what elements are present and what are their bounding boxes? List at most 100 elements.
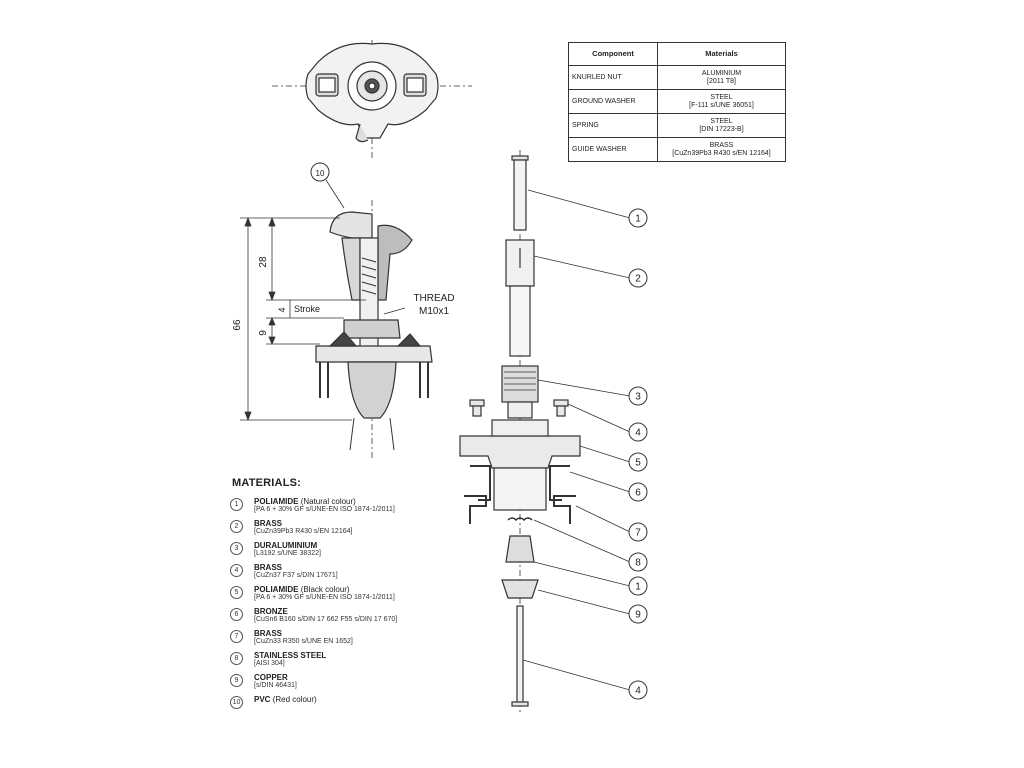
- material-name: POLIAMIDE (Black colour): [254, 585, 350, 594]
- callout-1: 1: [628, 208, 648, 228]
- material-spec: [CuZn39Pb3 R430 s/EN 12164]: [672, 149, 771, 157]
- dim-lower: 9: [258, 330, 269, 336]
- callout-label: 4: [635, 686, 641, 697]
- header-materials: Materials: [657, 42, 786, 66]
- callout-4: 4: [628, 422, 648, 442]
- row-material: STEEL[DIN 17223-B]: [657, 113, 786, 138]
- callout-1: 1: [628, 576, 648, 596]
- material-item: 5 POLIAMIDE (Black colour)[PA 6 + 30% GF …: [230, 584, 530, 606]
- callout-label: 10: [316, 169, 325, 178]
- material-number: 1: [230, 498, 243, 511]
- material-spec: [DIN 17223-B]: [699, 125, 744, 133]
- callout-7: 7: [628, 522, 648, 542]
- row-component: GUIDE WASHER: [568, 137, 658, 162]
- material-name: BRASS: [709, 141, 734, 149]
- material-spec: [L3192 s/UNE 38322]: [254, 550, 321, 557]
- dim-upper: 28: [258, 256, 269, 268]
- material-item: 1 POLIAMIDE (Natural colour)[PA 6 + 30% G…: [230, 496, 530, 518]
- callout-label: 7: [635, 528, 641, 539]
- callout-section-10: 10: [310, 162, 330, 182]
- callouts: 10: [310, 162, 330, 182]
- material-spec: [CuZn37 F37 s/DIN 17671]: [254, 572, 338, 579]
- material-spec: [CuZn33 R350 s/UNE EN 1652]: [254, 638, 353, 645]
- material-name: DURALUMINIUM: [254, 541, 318, 550]
- row-material: BRASS[CuZn39Pb3 R430 s/EN 12164]: [657, 137, 786, 162]
- thread-label: THREAD: [413, 293, 454, 304]
- material-number: 9: [230, 674, 243, 687]
- material-note: (Black colour): [300, 585, 350, 594]
- table-row: SPRING STEEL[DIN 17223-B]: [568, 113, 786, 138]
- material-name: ALUMINIUM: [701, 69, 742, 77]
- section-view: [315, 200, 433, 460]
- callout-label: 3: [635, 392, 641, 403]
- material-spec: [AISI 304]: [254, 660, 285, 667]
- dim-stroke-value: 4: [277, 307, 287, 312]
- material-spec: [CuSn6 B160 s/DIN 17 662 F55 s/DIN 17 67…: [254, 616, 398, 623]
- material-item: 2 BRASS [CuZn39Pb3 R430 s/EN 12164]: [230, 518, 530, 540]
- callout-label: 9: [635, 610, 641, 621]
- table-row: GUIDE WASHER BRASS[CuZn39Pb3 R430 s/EN 1…: [568, 137, 786, 162]
- callout-6: 6: [628, 482, 648, 502]
- exploded-view: [325, 150, 631, 712]
- callout-5: 5: [628, 452, 648, 472]
- callout-label: 2: [635, 274, 641, 285]
- callout-3: 3: [628, 386, 648, 406]
- dim-overall: 66: [232, 319, 243, 331]
- material-name: PVC (Red colour): [254, 695, 317, 704]
- callout-label: 1: [635, 582, 641, 593]
- table-row: GROUND WASHER STEEL[F-111 s/UNE 36051]: [568, 89, 786, 114]
- callout-8: 8: [628, 552, 648, 572]
- callout-label: 4: [635, 428, 641, 439]
- material-item: 9 COPPER [s/DIN 46431]: [230, 672, 530, 694]
- top-view: [272, 40, 472, 160]
- material-note: (Red colour): [272, 695, 317, 704]
- callout-label: 5: [635, 458, 641, 469]
- material-item: 3 DURALUMINIUM [L3192 s/UNE 38322]: [230, 540, 530, 562]
- material-number: 4: [230, 564, 243, 577]
- material-number: 2: [230, 520, 243, 533]
- material-name: BRASS: [254, 519, 283, 528]
- material-number: 8: [230, 652, 243, 665]
- material-number: 5: [230, 586, 243, 599]
- exploded-callouts: 1 2 3 4 5 6 7 8 1 9 4: [628, 208, 648, 700]
- material-name: POLIAMIDE (Natural colour): [254, 497, 356, 506]
- material-item: 7 BRASS [CuZn33 R350 s/UNE EN 1652]: [230, 628, 530, 650]
- row-component: SPRING: [568, 113, 658, 138]
- material-item: 10 PVC (Red colour): [230, 694, 530, 716]
- material-note: (Natural colour): [300, 497, 356, 506]
- material-name: BRASS: [254, 563, 283, 572]
- material-name: STEEL: [710, 93, 733, 101]
- table-header-row: Component Materials: [568, 42, 786, 66]
- row-material: ALUMINIUM[2011 T8]: [657, 65, 786, 90]
- material-spec: [F-111 s/UNE 36051]: [689, 101, 754, 109]
- material-name: STEEL: [710, 117, 733, 125]
- material-name: BRASS: [254, 629, 283, 638]
- material-number: 10: [230, 696, 243, 709]
- material-name: COPPER: [254, 673, 288, 682]
- dim-stroke-label: Stroke: [294, 304, 320, 314]
- callout-9: 9: [628, 604, 648, 624]
- material-spec: [s/DIN 46431]: [254, 682, 297, 689]
- material-spec: [2011 T8]: [707, 77, 736, 85]
- material-spec: [PA 6 + 30% GF s/UNE-EN ISO 1874-1/2011]: [254, 506, 395, 513]
- thread-spec: M10x1: [419, 306, 449, 317]
- materials-title: MATERIALS:: [232, 477, 302, 489]
- material-item: 4 BRASS [CuZn37 F37 s/DIN 17671]: [230, 562, 530, 584]
- header-component: Component: [568, 42, 658, 66]
- callout-label: 6: [635, 488, 641, 499]
- callout-4: 4: [628, 680, 648, 700]
- material-number: 7: [230, 630, 243, 643]
- callout-label: 8: [635, 558, 641, 569]
- material-number: 6: [230, 608, 243, 621]
- row-material: STEEL[F-111 s/UNE 36051]: [657, 89, 786, 114]
- material-spec: [PA 6 + 30% GF s/UNE-EN ISO 1874-1/2011]: [254, 594, 395, 601]
- material-number: 3: [230, 542, 243, 555]
- dimension-labels: 66 28 4 Stroke 9 THREAD M10x1: [232, 256, 455, 336]
- callout-2: 2: [628, 268, 648, 288]
- row-component: KNURLED NUT: [568, 65, 658, 90]
- dimension-lines: [240, 216, 406, 422]
- material-spec: [CuZn39Pb3 R430 s/EN 12164]: [254, 528, 353, 535]
